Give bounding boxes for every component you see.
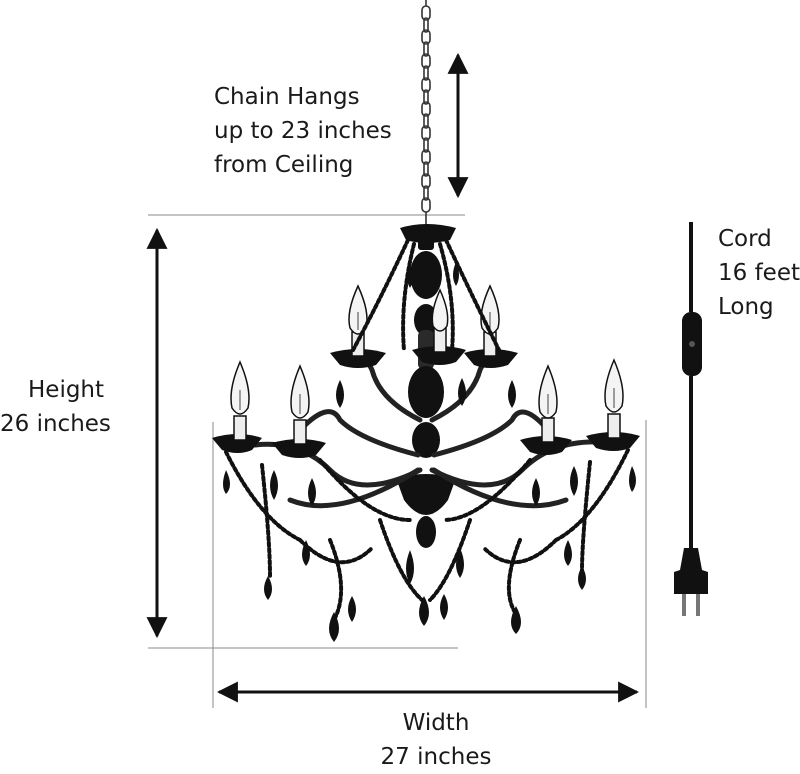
bulb-icon <box>538 364 558 443</box>
candle-cups <box>212 346 640 458</box>
power-cord <box>674 222 708 616</box>
width-label: Width 27 inches <box>377 706 495 774</box>
chain-length-label: Chain Hangs up to 23 inches from Ceiling <box>214 80 392 182</box>
height-label-line-1: Height <box>28 377 105 403</box>
bulb-icon <box>604 358 624 439</box>
bulb-icon <box>290 364 310 445</box>
dimension-guide-lines <box>148 214 647 708</box>
cord-label-line-1: Cord <box>718 226 772 252</box>
chain-label-line-1: Chain Hangs <box>214 84 360 110</box>
bead-strands <box>224 238 630 622</box>
bulb-icon <box>348 284 368 357</box>
cord-label-line-2: 16 feet <box>718 260 800 286</box>
chandelier-body <box>396 224 456 548</box>
bulb-icon <box>230 360 250 441</box>
crystal-drops <box>223 262 636 642</box>
width-label-line-1: Width <box>402 710 470 736</box>
lower-bowl <box>396 474 456 505</box>
cord-length-label: Cord 16 feet Long <box>718 222 800 324</box>
chain-label-line-2: up to 23 inches <box>214 118 392 144</box>
hanging-chain <box>421 0 431 226</box>
width-label-line-2: 27 inches <box>380 744 492 770</box>
chain-label-line-3: from Ceiling <box>214 152 354 178</box>
top-canopy <box>400 224 456 243</box>
height-label-line-2: 26 inches <box>0 411 111 437</box>
cord-label-line-3: Long <box>718 294 774 320</box>
height-label: Height 26 inches <box>0 373 111 441</box>
bulb-icon <box>431 288 449 353</box>
plug-icon <box>674 548 708 594</box>
dimension-arrows <box>146 52 640 703</box>
